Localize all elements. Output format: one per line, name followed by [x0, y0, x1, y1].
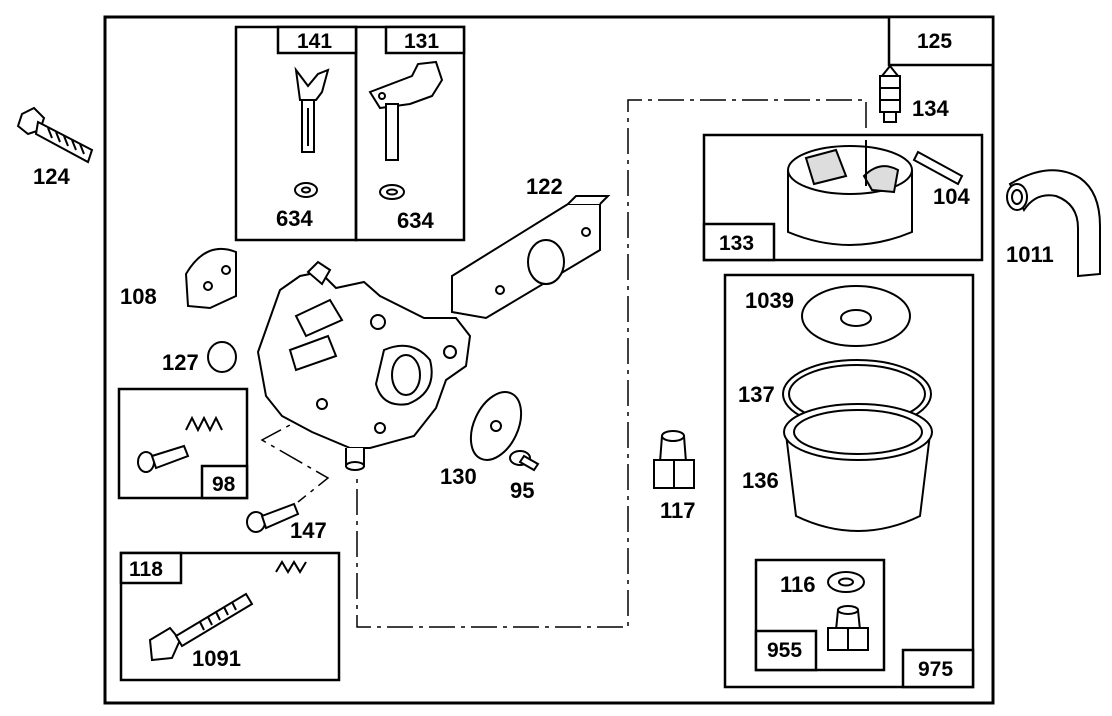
connector-lines — [260, 99, 867, 628]
label-134: 134 — [912, 96, 949, 121]
tab-955-box — [754, 629, 818, 672]
label-1091: 1091 — [192, 646, 241, 671]
part-104-pin — [912, 150, 964, 186]
part-124-bolt — [16, 106, 94, 164]
label-131: 131 — [404, 30, 440, 53]
label-634-left: 634 — [276, 206, 313, 231]
label-117: 117 — [660, 498, 696, 523]
label-124: 124 — [33, 164, 70, 189]
tab-125-box — [887, 15, 995, 67]
tab-133-box — [702, 222, 776, 262]
part-1011-hose — [1006, 169, 1101, 278]
label-137: 137 — [738, 382, 775, 407]
part-95-screw — [509, 450, 540, 472]
part-1091-needle — [148, 560, 307, 662]
box-98 — [117, 387, 249, 500]
label-104: 104 — [933, 184, 970, 209]
tab-98-box — [200, 464, 249, 500]
part-147-screw — [246, 502, 300, 533]
box-118 — [119, 551, 341, 682]
box-955 — [754, 558, 886, 672]
tab-141-box — [276, 25, 358, 55]
label-955: 955 — [767, 639, 803, 662]
part-122-gasket — [451, 195, 611, 320]
label-136: 136 — [742, 468, 779, 493]
part-98-screw-spring — [137, 415, 223, 473]
label-95: 95 — [510, 478, 535, 503]
label-122: 122 — [526, 174, 563, 199]
label-975: 975 — [918, 658, 954, 681]
label-98: 98 — [212, 473, 236, 496]
part-117-fitting — [653, 430, 695, 489]
main-frame — [103, 15, 995, 705]
tab-975-box — [901, 648, 975, 689]
box-133 — [702, 133, 984, 262]
part-141-shaft — [294, 66, 330, 198]
part-131-shaft — [368, 60, 444, 200]
label-133: 133 — [719, 232, 755, 255]
label-118: 118 — [129, 558, 163, 581]
part-108-plate — [184, 247, 237, 310]
part-127-plug — [207, 341, 237, 373]
part-1039-gasket — [801, 285, 911, 347]
label-634-right: 634 — [397, 208, 434, 233]
part-134-needle — [879, 64, 901, 123]
label-1039: 1039 — [745, 288, 794, 313]
label-147: 147 — [290, 518, 327, 543]
part-955-nut — [827, 605, 869, 651]
label-141: 141 — [297, 30, 333, 53]
part-116-washer — [827, 571, 865, 593]
part-136-bowl — [783, 403, 933, 532]
label-130: 130 — [440, 464, 477, 489]
tab-131-box — [384, 25, 466, 55]
label-1011: 1011 — [1006, 242, 1054, 267]
box-975 — [723, 273, 975, 689]
label-125: 125 — [917, 30, 953, 53]
carburetor-body — [256, 260, 472, 471]
label-116: 116 — [780, 572, 816, 597]
part-130-diaphragm — [469, 391, 523, 461]
label-108: 108 — [120, 284, 157, 309]
tab-118-box — [119, 551, 183, 585]
part-133-float — [787, 140, 913, 246]
label-127: 127 — [162, 350, 199, 375]
